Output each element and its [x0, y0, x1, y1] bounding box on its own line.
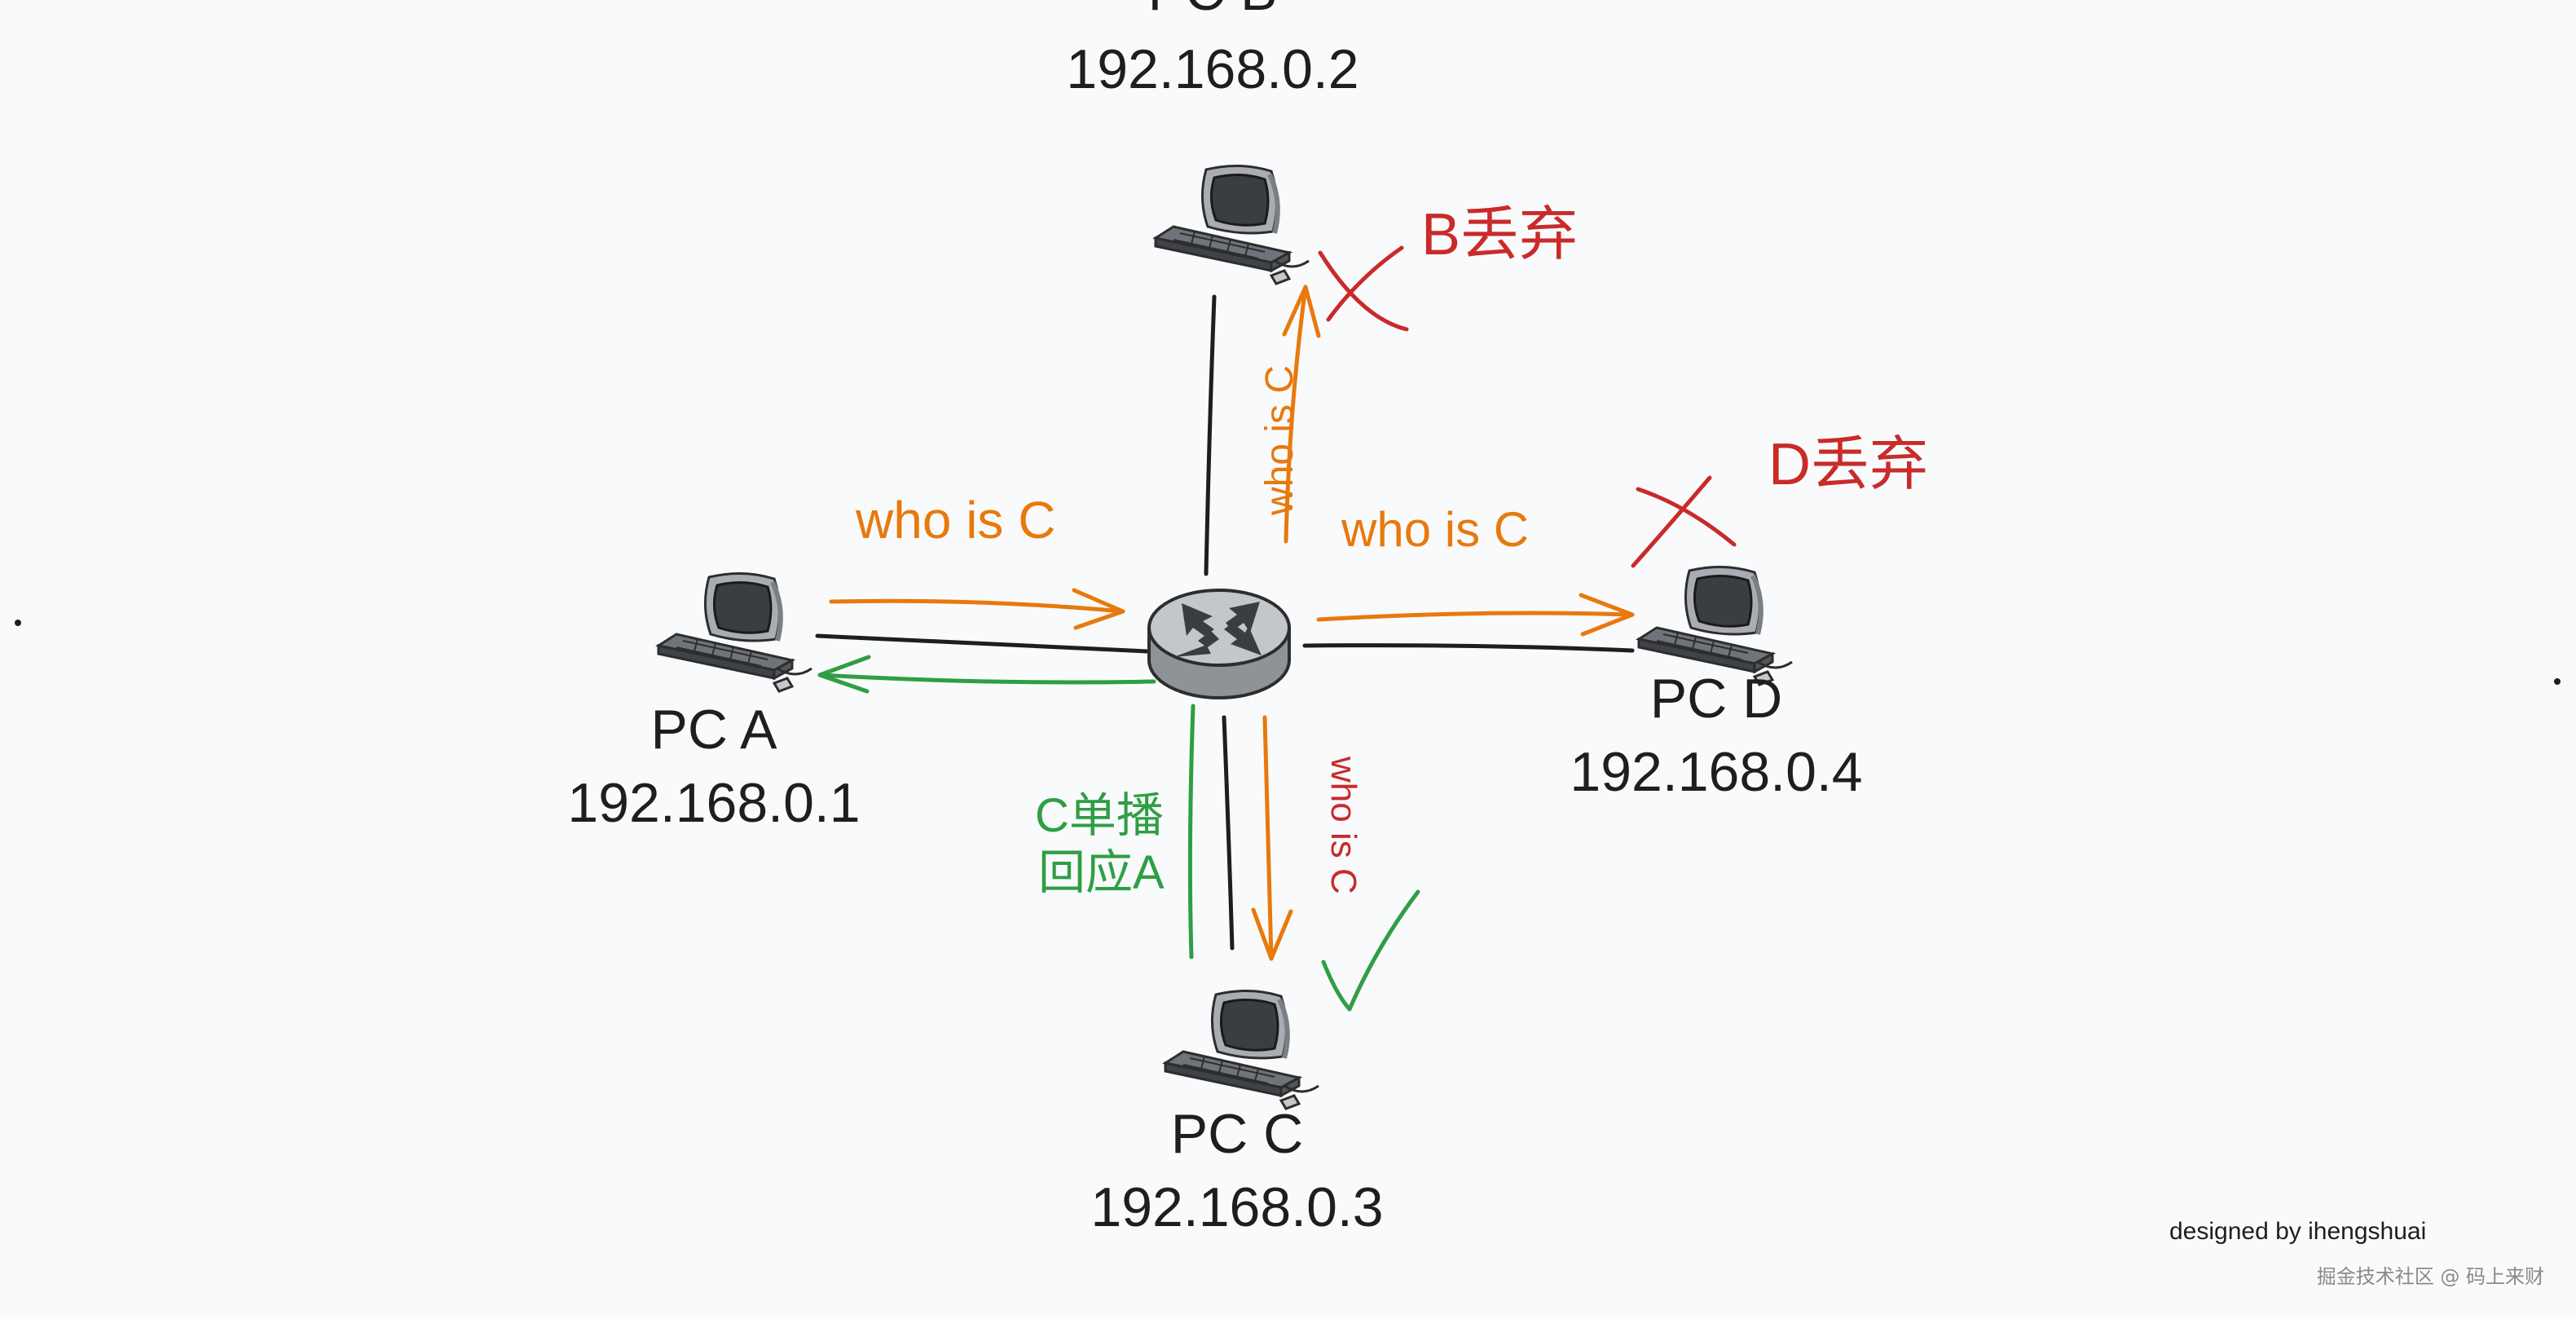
arrow-switch-to-b — [1284, 285, 1308, 544]
cross-icon — [1318, 245, 1409, 332]
arrow-switch-to-c — [1262, 715, 1274, 961]
pc-a-name: PC A — [651, 699, 778, 761]
pc-d-name: PC D — [1650, 668, 1782, 730]
request-arrows — [829, 285, 1635, 961]
message-switch-to-c: who is C — [1323, 756, 1363, 894]
cross-icon — [1631, 475, 1737, 568]
cable-pc-d — [1302, 643, 1635, 653]
designer-credit: designed by ihengshuai — [2169, 1218, 2426, 1245]
stray-dot — [2554, 678, 2561, 685]
pc-c-name: PC C — [1171, 1103, 1303, 1165]
message-a-to-switch: who is C — [855, 491, 1055, 549]
arrow-switch-to-a — [817, 673, 1156, 685]
pc-c-ip: 192.168.0.3 — [1090, 1176, 1383, 1238]
stray-dot — [15, 620, 21, 626]
reply-arrows — [817, 655, 1196, 959]
arrow-a-to-switch — [829, 598, 1125, 614]
message-switch-to-b: who is C — [1258, 365, 1301, 516]
switch-icon — [1147, 589, 1291, 699]
arrow-switch-to-d — [1316, 611, 1635, 622]
computer-icon — [658, 573, 812, 691]
outcome-b: B丢弃 — [1421, 202, 1578, 267]
reply-label-line2: 回应A — [1038, 846, 1165, 899]
check-icon — [1321, 889, 1420, 1012]
message-switch-to-d: who is C — [1341, 502, 1529, 557]
arrow-c-to-switch — [1187, 704, 1196, 959]
reply-label-line1: C单播 — [1035, 789, 1164, 842]
outcome-d: D丢弃 — [1768, 432, 1928, 497]
pc-a-ip: 192.168.0.1 — [567, 772, 860, 834]
computer-icon — [1165, 990, 1319, 1109]
cable-pc-b — [1204, 294, 1217, 576]
cable-pc-c — [1222, 715, 1235, 951]
discard-marks — [1318, 245, 1737, 568]
cable-pc-a — [815, 633, 1168, 655]
pc-d-ip: 192.168.0.4 — [1570, 741, 1862, 803]
cables — [815, 294, 1635, 951]
watermark: 掘金技术社区 @ 码上来财 — [2317, 1265, 2544, 1288]
computer-icon — [1156, 165, 1309, 284]
pc-b-name: PC B — [1148, 0, 1278, 22]
pc-b-ip: 192.168.0.2 — [1066, 38, 1358, 100]
